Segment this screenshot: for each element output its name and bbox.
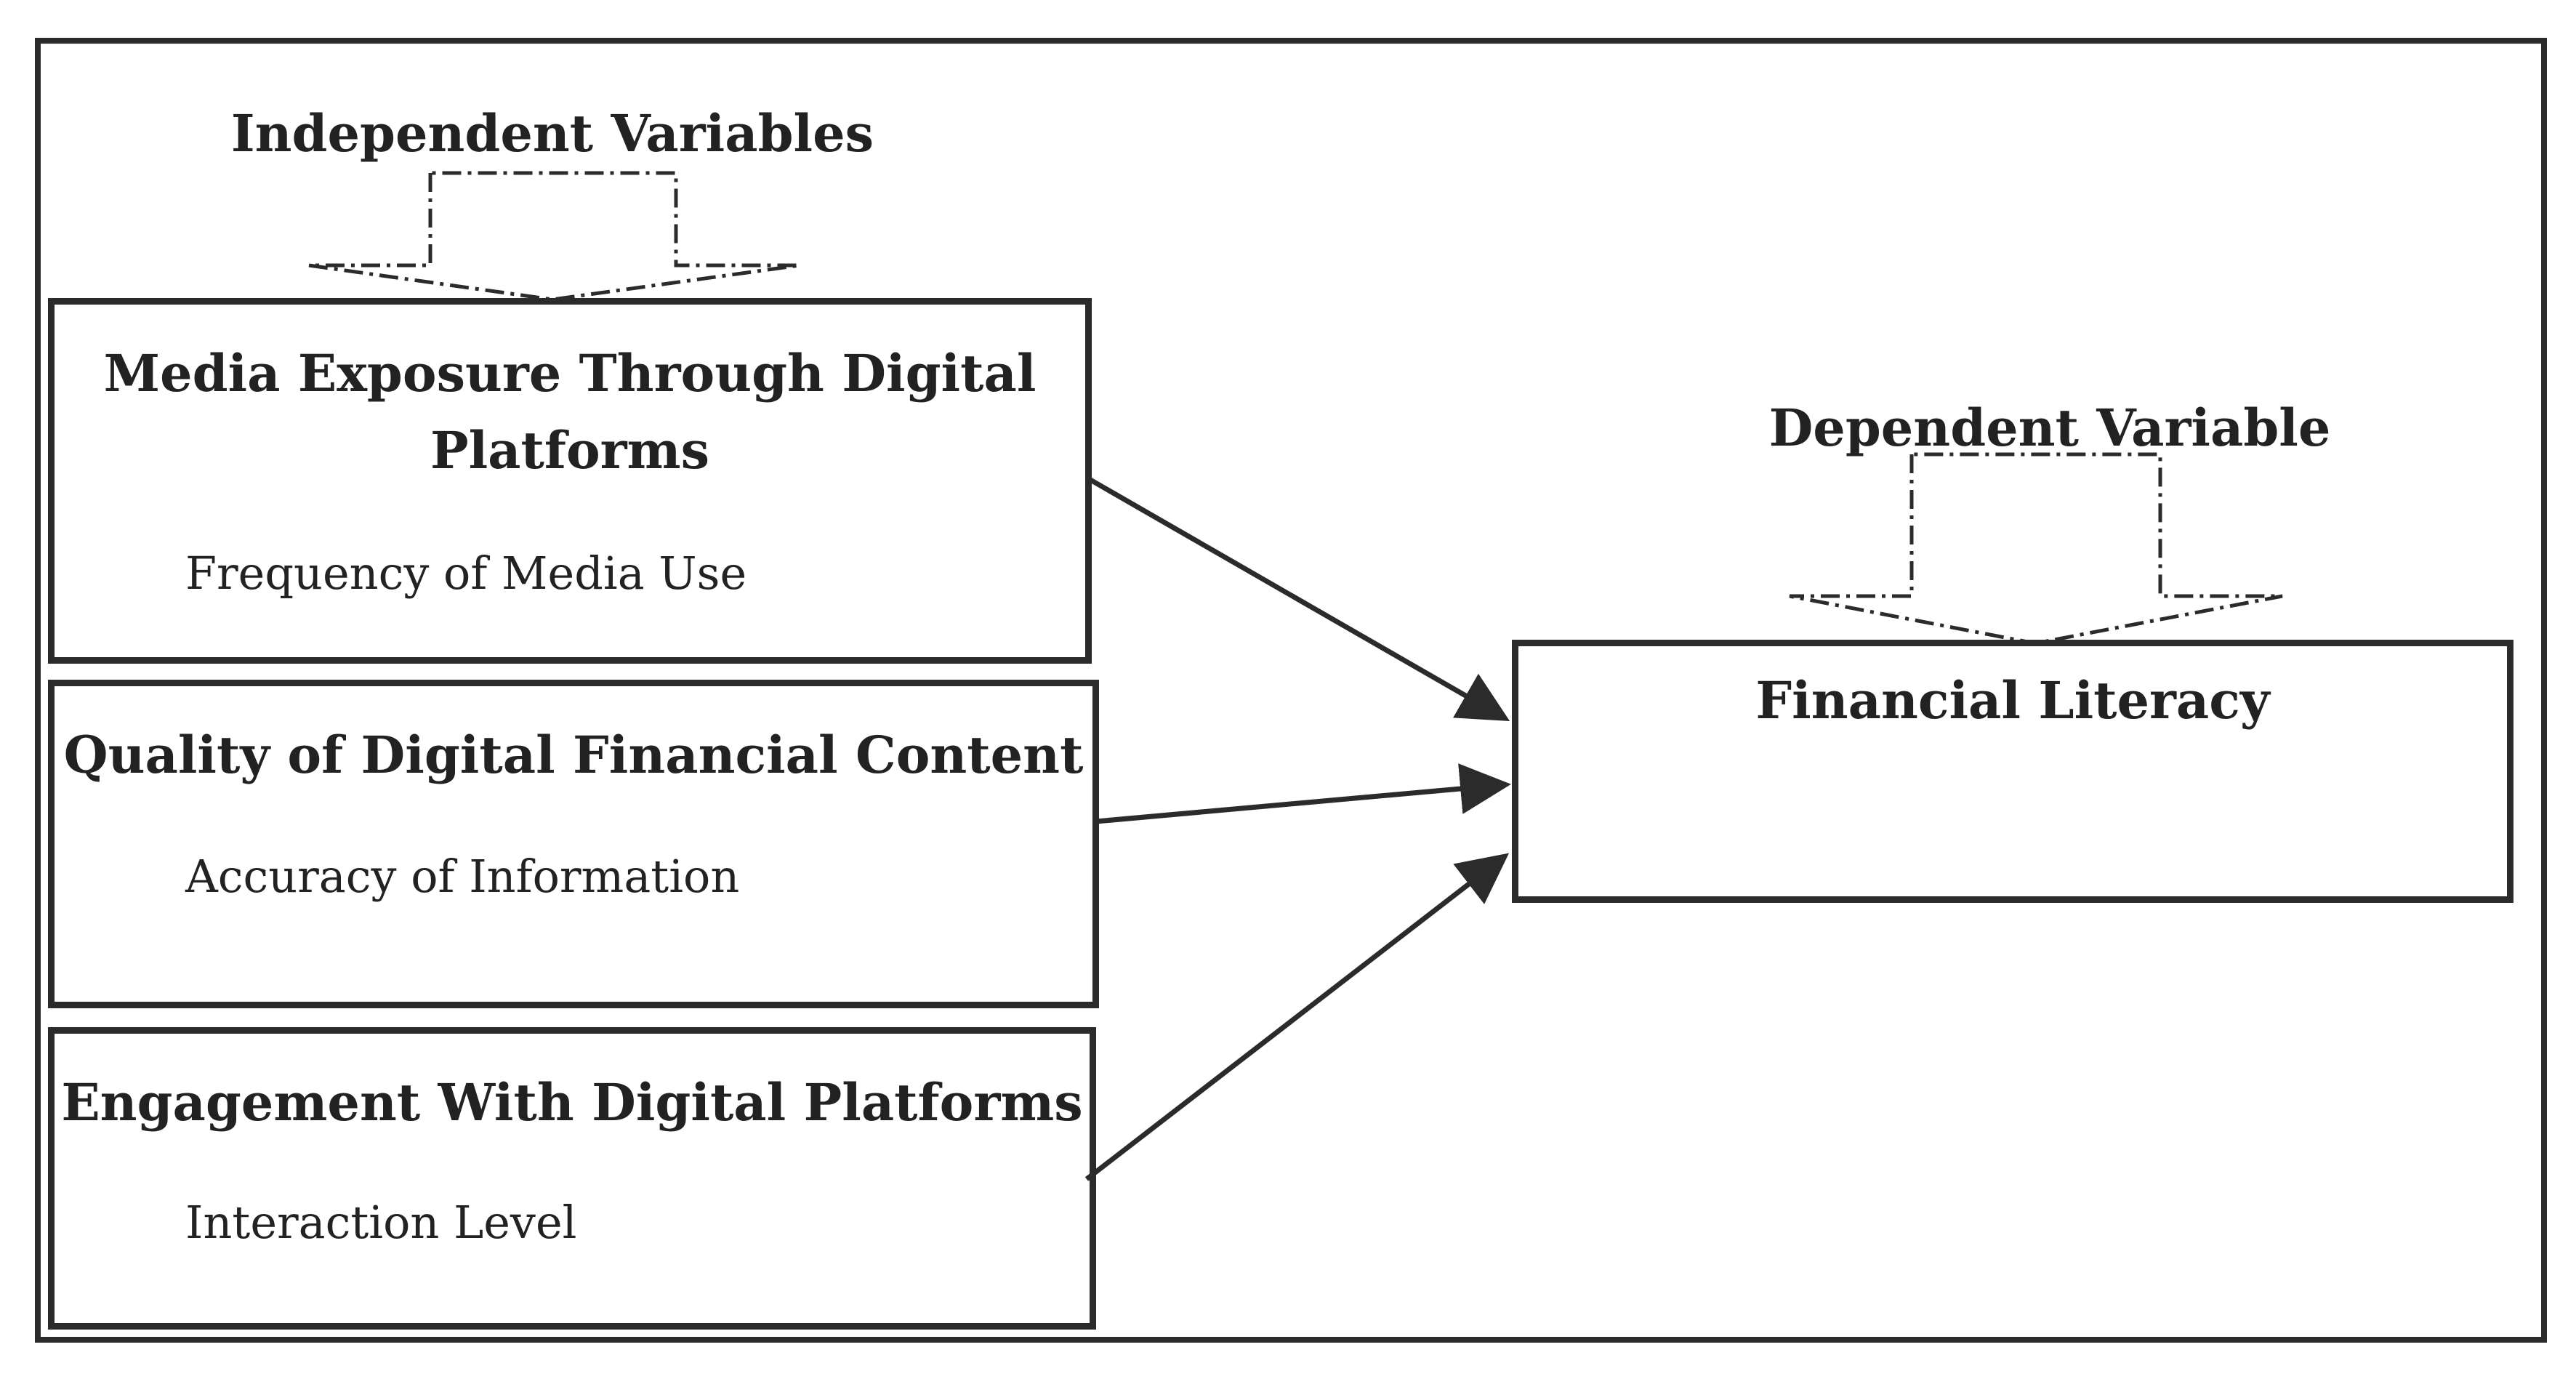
financial-literacy-title: Financial Literacy [1755, 670, 2270, 731]
content-quality-title: Quality of Digital Financial Content [63, 725, 1084, 785]
independent-down-block-arrow [308, 171, 800, 302]
engagement-title: Engagement With Digital Platforms [61, 1072, 1083, 1133]
frequency-of-media-use-indicator: Frequency of Media Use [185, 547, 747, 600]
independent-variables-label: Independent Variables [230, 103, 874, 164]
media-exposure-title-line2: Platforms [430, 420, 710, 481]
diagram-frame [35, 38, 2547, 1343]
arrow-media-exposure-to-financial-literacy [1089, 477, 1510, 721]
engagement-box: Engagement With Digital Platforms Intera… [48, 1027, 1096, 1330]
dependent-variable-label: Dependent Variable [1768, 398, 2331, 458]
arrow-engagement-to-financial-literacy [1084, 853, 1510, 1181]
interaction-level-indicator: Interaction Level [185, 1196, 577, 1249]
media-exposure-title-line1: Media Exposure Through Digital [103, 343, 1037, 403]
accuracy-of-information-indicator: Accuracy of Information [185, 850, 740, 903]
financial-literacy-box: Financial Literacy [1512, 640, 2513, 903]
media-exposure-box: Media Exposure Through Digital Platforms… [48, 298, 1092, 664]
arrow-content-quality-to-financial-literacy [1095, 763, 1511, 824]
content-quality-box: Quality of Digital Financial Content Acc… [48, 680, 1099, 1008]
dependent-down-block-arrow [1789, 452, 2283, 646]
